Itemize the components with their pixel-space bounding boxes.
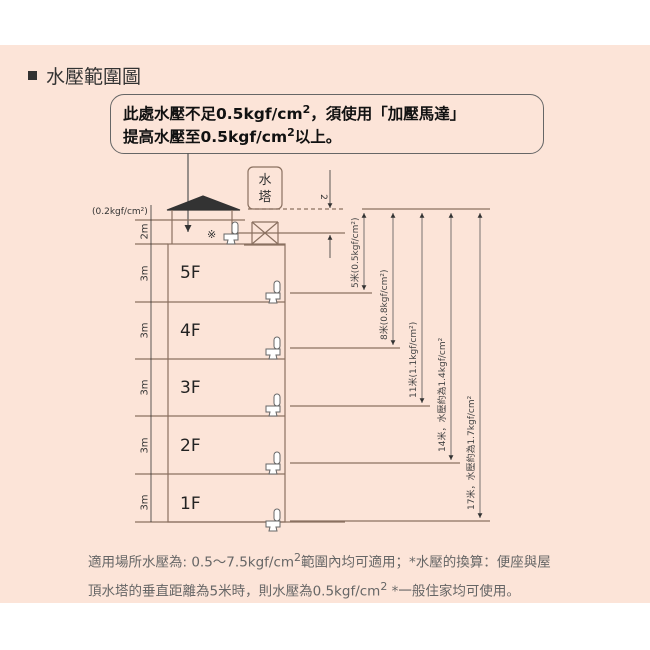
pressure-label-11m: 11米(1.1kgf/cm²)	[409, 321, 419, 398]
superscript: 2	[287, 125, 295, 139]
callout-text: 提高水壓至0.5kgf/cm	[123, 128, 288, 146]
floor-label-3f: 3F	[180, 378, 201, 398]
page-title: 水壓範圍圖	[28, 62, 141, 89]
pressure-label-5m: 5米(0.5kgf/cm²)	[351, 217, 361, 288]
callout-line-1: 此處水壓不足0.5kgf/cm2，須使用「加壓馬達」	[123, 102, 465, 124]
asterisk-mark: ※	[207, 228, 217, 241]
pressure-label-17m: 17米，水壓約為1.7kgf/cm²	[467, 395, 477, 510]
floor-label-1f: 1F	[180, 494, 201, 514]
water-tower-label: 水塔	[258, 173, 272, 205]
footer-note: 適用場所水壓為: 0.5～7.5kgf/cm2範圍內均可適用；*水壓的換算：便座…	[88, 546, 551, 603]
superscript: 2	[294, 551, 302, 564]
roof-icon	[166, 195, 241, 211]
footer-text: *一般住家均可使用。	[387, 583, 520, 599]
callout-line-2: 提高水壓至0.5kgf/cm2以上。	[123, 125, 341, 147]
floor-label-4f: 4F	[180, 321, 201, 341]
footer-text: 範圍內均可適用；*水壓的換算：便座與屋	[301, 554, 551, 571]
floor-height-2: 3m	[139, 437, 151, 454]
floor-height-5: 3m	[139, 265, 151, 282]
superscript: 2	[302, 102, 311, 116]
callout-text: ，須使用「加壓馬達」	[310, 105, 466, 123]
square-bullet-icon	[28, 71, 37, 80]
footer-text: 適用場所水壓為: 0.5～7.5kgf/cm	[88, 554, 295, 571]
pressure-label-14m: 14米，水壓約為1.4kgf/cm²	[438, 337, 448, 452]
callout-text: 以上。	[294, 128, 342, 146]
footer-line-2: 頂水塔的垂直距離為5米時，則水壓為0.5kgf/cm2 *一般住家均可使用。	[88, 575, 551, 604]
floor-label-5f: 5F	[180, 263, 201, 283]
callout-text: 此處水壓不足0.5kgf/cm	[123, 105, 303, 123]
roof-height-label: 2m	[139, 223, 151, 240]
toilet-icons	[223, 221, 281, 532]
floor-height-4: 3m	[139, 322, 151, 339]
footer-line-1: 適用場所水壓為: 0.5～7.5kgf/cm2範圍內均可適用；*水壓的換算：便座…	[88, 546, 551, 575]
roof-pressure-label: (0.2kgf/cm²)	[92, 207, 148, 217]
tower-gap-label: 2	[317, 194, 328, 200]
title-text: 水壓範圍圖	[46, 66, 142, 88]
footer-text: 頂水塔的垂直距離為5米時，則水壓為0.5kgf/cm	[88, 583, 381, 599]
superscript: 2	[380, 579, 388, 593]
floor-label-2f: 2F	[180, 436, 201, 456]
pressure-label-8m: 8米(0.8kgf/cm²)	[380, 269, 390, 340]
callout-box: 此處水壓不足0.5kgf/cm2，須使用「加壓馬達」 提高水壓至0.5kgf/c…	[110, 94, 544, 154]
floor-height-3: 3m	[139, 379, 151, 396]
floor-height-1: 3m	[139, 494, 151, 511]
